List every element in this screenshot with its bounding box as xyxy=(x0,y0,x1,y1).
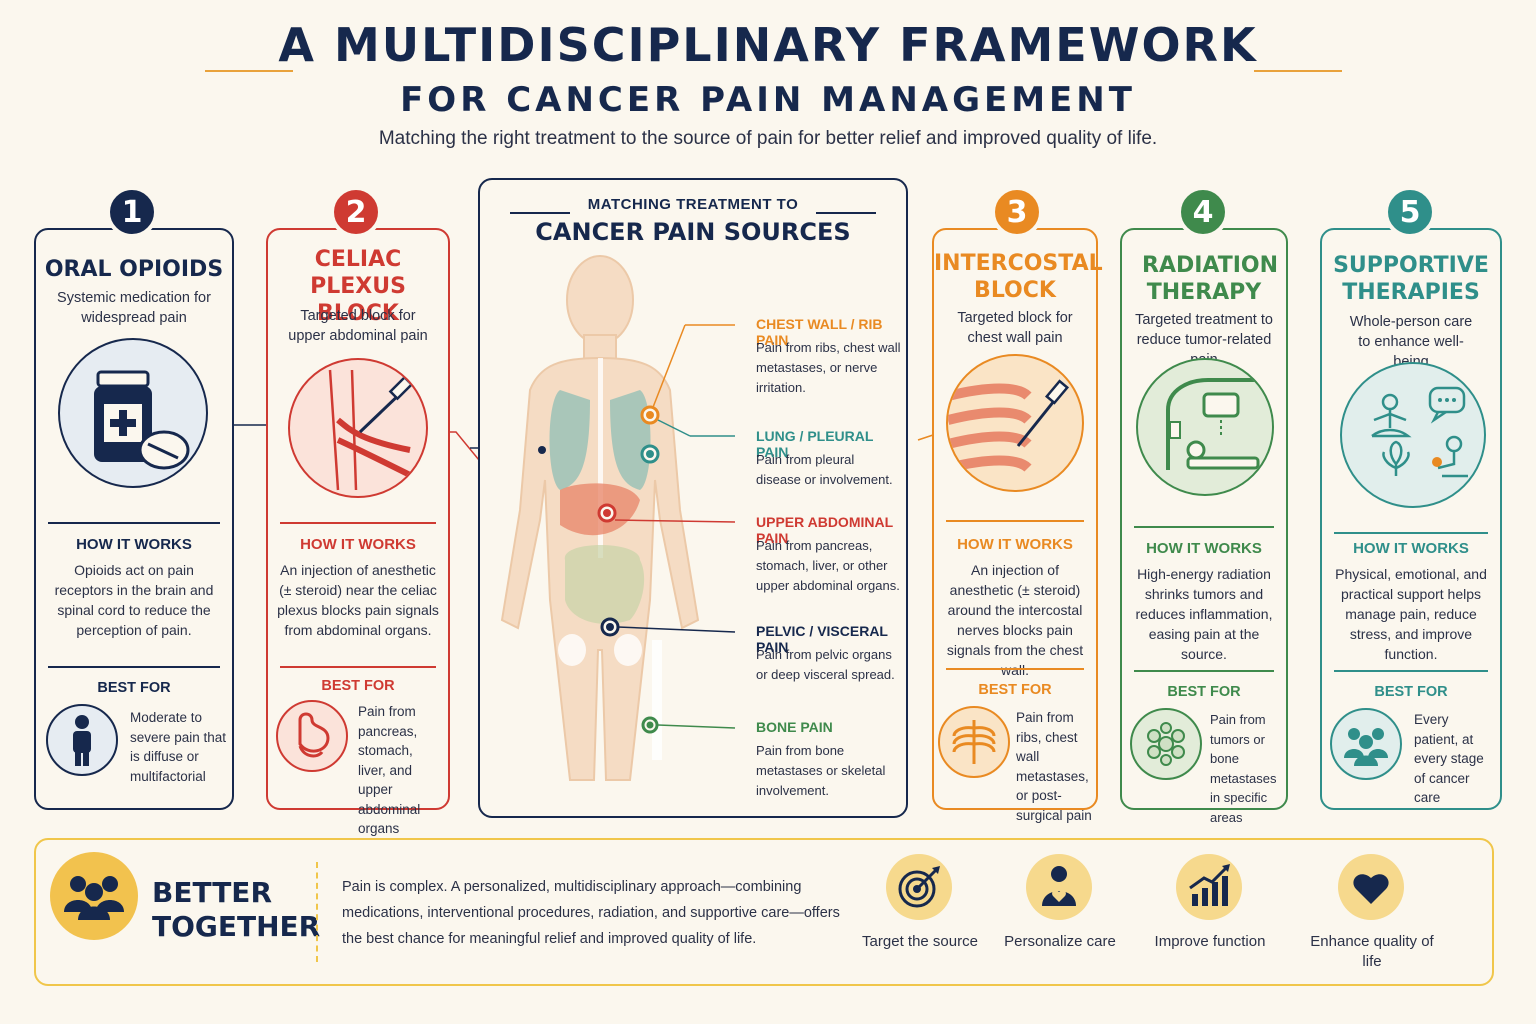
best-for-text: Pain from tumors or bone metastases in s… xyxy=(1210,712,1277,825)
how-it-works-text: Physical, emotional, and practical suppo… xyxy=(1335,566,1487,662)
source-desc-chest-wall: Pain from ribs, chest wall metastases, o… xyxy=(756,340,901,395)
how-it-works-text: An injection of anesthetic (± steroid) n… xyxy=(277,562,439,638)
how-it-works-label: HOW IT WORKS xyxy=(300,536,416,553)
benefit-personalize-label: Personalize care xyxy=(1004,933,1116,950)
banner-text: Pain is complex. A personalized, multidi… xyxy=(342,879,840,947)
page-subtitle: Matching the right treatment to the sour… xyxy=(378,128,1158,149)
best-for-text: Every patient, at every stage of cancer … xyxy=(1414,712,1484,805)
divider xyxy=(48,522,220,524)
card-description: Targeted block for chest wall pain xyxy=(957,310,1073,346)
card-supportive-therapies: SUPPORTIVE THERAPIES Whole-person care t… xyxy=(1320,228,1502,810)
source-title-upper-abdominal: UPPER ABDOMINAL PAIN xyxy=(756,514,893,546)
best-for-text: Pain from ribs, chest wall metastases, o… xyxy=(1016,710,1092,823)
step-badge-4: 4 xyxy=(1177,186,1229,238)
celiac-injection-icon xyxy=(288,358,428,498)
page-title-line2: FOR CANCER PAIN MANAGEMENT xyxy=(400,80,1136,120)
divider xyxy=(280,522,436,524)
source-desc-lung: Pain from pleural disease or involvement… xyxy=(756,452,893,487)
source-title-lung: LUNG / PLEURAL PAIN xyxy=(756,428,874,460)
divider xyxy=(1134,670,1274,672)
card-description: Systemic medication for widespread pain xyxy=(57,290,211,326)
card-intercostal-block: INTERCOSTAL BLOCK Targeted block for che… xyxy=(932,228,1103,823)
radiation-machine-icon xyxy=(1136,358,1274,496)
title-divider-right xyxy=(1254,70,1342,72)
panel-title-divider xyxy=(510,212,570,214)
person-heart-icon xyxy=(1026,854,1092,920)
best-for-label: BEST FOR xyxy=(978,682,1052,698)
card-title: ORAL OPIOIDS xyxy=(44,257,224,282)
person-icon xyxy=(46,704,118,776)
source-desc-bone: Pain from bone metastases or skeletal in… xyxy=(756,743,886,798)
benefit-target-label: Target the source xyxy=(862,933,978,950)
source-title-bone: BONE PAIN xyxy=(756,719,833,735)
hip-bone-icon xyxy=(558,634,586,666)
card-title: RADIATION THERAPY xyxy=(1142,253,1279,305)
source-title-pelvic: PELVIC / VISCERAL PAIN xyxy=(756,623,888,655)
how-it-works-text: Opioids act on pain receptors in the bra… xyxy=(54,562,214,638)
how-it-works-text: High-energy radiation shrinks tumors and… xyxy=(1135,566,1273,662)
rib-injection-icon xyxy=(946,354,1084,492)
panel-title-small: MATCHING TREATMENT TO xyxy=(587,196,799,213)
divider xyxy=(946,668,1084,670)
spine-icon xyxy=(598,358,603,558)
benefit-quality-label: Enhance quality of life xyxy=(1310,933,1434,970)
pain-sources-panel: MATCHING TREATMENT TO CANCER PAIN SOURCE… xyxy=(478,178,908,818)
pill-bottle-icon xyxy=(58,338,208,488)
ribcage-icon xyxy=(938,706,1010,778)
divider xyxy=(280,666,436,668)
how-it-works-label: HOW IT WORKS xyxy=(76,536,192,553)
best-for-label: BEST FOR xyxy=(321,678,395,694)
page-title: A MULTIDISCIPLINARY FRAMEWORK xyxy=(278,18,1258,72)
supportive-care-icon xyxy=(1340,362,1486,508)
divider xyxy=(946,520,1084,522)
team-icon xyxy=(50,852,138,940)
stomach-icon xyxy=(276,700,348,772)
how-it-works-text: An injection of anesthetic (± steroid) a… xyxy=(946,562,1084,678)
heart-icon xyxy=(1338,854,1404,920)
how-it-works-label: HOW IT WORKS xyxy=(1353,540,1469,557)
leg-bone-icon xyxy=(652,640,662,760)
better-together-banner: BETTER TOGETHER Pain is complex. A perso… xyxy=(34,838,1494,986)
source-desc-upper-abdominal: Pain from pancreas, stomach, liver, or o… xyxy=(756,538,900,593)
card-oral-opioids: ORAL OPIOIDS Systemic medication for wid… xyxy=(34,228,234,810)
source-desc-pelvic: Pain from pelvic organs or deep visceral… xyxy=(756,647,895,682)
how-it-works-label: HOW IT WORKS xyxy=(1146,540,1262,557)
how-it-works-label: HOW IT WORKS xyxy=(957,536,1073,553)
group-icon xyxy=(1330,708,1402,780)
hip-bone-icon xyxy=(614,634,642,666)
panel-title-divider xyxy=(816,212,876,214)
step-badge-5: 5 xyxy=(1384,186,1436,238)
best-for-text: Pain from pancreas, stomach, liver, and … xyxy=(358,704,421,836)
card-celiac-plexus-block: CELIAC PLEXUS BLOCK Targeted block for u… xyxy=(266,228,450,836)
card-radiation-therapy: RADIATION THERAPY Targeted treatment to … xyxy=(1120,228,1288,825)
source-title-chest-wall: CHEST WALL / RIB PAIN xyxy=(756,316,883,348)
best-for-label: BEST FOR xyxy=(1374,684,1448,700)
card-title: INTERCOSTAL BLOCK xyxy=(934,251,1103,303)
divider xyxy=(1334,670,1488,672)
banner-title: BETTER TOGETHER xyxy=(152,876,321,943)
lung-left-icon xyxy=(549,390,590,490)
divider xyxy=(1334,532,1488,534)
step-badge-3: 3 xyxy=(991,186,1043,238)
card-title: SUPPORTIVE THERAPIES xyxy=(1333,253,1489,305)
tumor-cells-icon xyxy=(1130,708,1202,780)
benefit-function-label: Improve function xyxy=(1154,933,1266,950)
banner-divider xyxy=(316,862,318,962)
card-description: Targeted block for upper abdominal pain xyxy=(288,308,428,344)
title-divider-left xyxy=(205,70,293,72)
card-title: CELIAC PLEXUS BLOCK xyxy=(310,247,406,326)
divider xyxy=(1134,526,1274,528)
best-for-text: Moderate to severe pain that is diffuse … xyxy=(130,710,227,784)
divider xyxy=(48,666,220,668)
step-badge-1: 1 xyxy=(106,186,158,238)
target-icon xyxy=(886,854,952,920)
best-for-label: BEST FOR xyxy=(97,680,171,696)
lung-right-icon xyxy=(610,390,651,490)
panel-title-large: CANCER PAIN SOURCES xyxy=(535,218,851,246)
body-illustration xyxy=(500,255,736,781)
best-for-label: BEST FOR xyxy=(1167,684,1241,700)
intestines-icon xyxy=(564,545,645,624)
chart-up-icon xyxy=(1176,854,1242,920)
step-badge-2: 2 xyxy=(330,186,382,238)
